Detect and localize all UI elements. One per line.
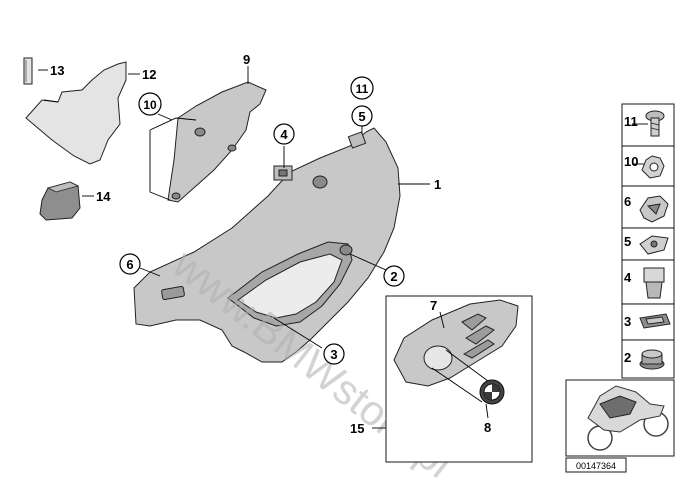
callout-11-circle bbox=[350, 76, 374, 100]
legend-number-11: 11 bbox=[624, 114, 638, 129]
spring-nut-icon bbox=[641, 155, 665, 179]
callout-7: 7 bbox=[430, 298, 437, 313]
legend-number-4: 4 bbox=[624, 270, 632, 285]
diagram-id-box bbox=[565, 457, 627, 473]
legend-numbers: 11 10 6 5 4 3 2 bbox=[624, 114, 638, 365]
callout-4: 4 bbox=[280, 127, 288, 142]
legend-number-6: 6 bbox=[624, 194, 631, 209]
star-clip-icon bbox=[639, 195, 669, 223]
callout-6-circle bbox=[119, 253, 141, 275]
grommet-icon bbox=[639, 349, 665, 370]
callout-5-circle bbox=[351, 105, 373, 127]
legend-number-2: 2 bbox=[624, 350, 631, 365]
part-12-inner-panel bbox=[25, 61, 127, 165]
legend-number-5: 5 bbox=[624, 234, 631, 249]
callout-6: 6 bbox=[126, 257, 133, 272]
callout-3-circle bbox=[323, 343, 345, 365]
callout-4-circle bbox=[273, 123, 295, 145]
callout-12: 12 bbox=[142, 67, 156, 82]
rubber-strip-icon bbox=[639, 313, 671, 329]
part-13-strip bbox=[23, 57, 33, 85]
diagram-id: 00147364 bbox=[576, 461, 616, 471]
callout-1: 1 bbox=[434, 177, 441, 192]
bmw-emblem bbox=[479, 379, 505, 405]
part-9-side-piece bbox=[167, 81, 267, 203]
callout-14: 14 bbox=[96, 189, 111, 204]
callout-5: 5 bbox=[358, 109, 365, 124]
callouts: 1 2 3 4 5 6 7 8 9 10 11 12 13 14 15 bbox=[50, 52, 491, 436]
callout-13: 13 bbox=[50, 63, 64, 78]
callout-10: 10 bbox=[143, 98, 157, 112]
callout-2: 2 bbox=[390, 269, 397, 284]
legend-panel bbox=[621, 103, 675, 379]
part-15-box bbox=[385, 295, 533, 463]
part-14-block bbox=[39, 181, 81, 221]
part-1-main-fairing bbox=[133, 127, 401, 363]
expanding-rivet-icon bbox=[643, 267, 665, 299]
leader-lines bbox=[38, 66, 648, 429]
callout-15: 15 bbox=[350, 421, 364, 436]
part-10-outline bbox=[149, 117, 197, 201]
legend-number-10: 10 bbox=[624, 154, 638, 169]
screw-icon bbox=[645, 110, 665, 137]
callout-8: 8 bbox=[484, 420, 491, 435]
callout-9: 9 bbox=[243, 52, 250, 67]
callout-11: 11 bbox=[356, 82, 369, 96]
motorcycle-thumbnail bbox=[565, 379, 675, 457]
callout-3: 3 bbox=[330, 347, 337, 362]
callout-2-circle bbox=[383, 265, 405, 287]
clip-nut-icon bbox=[639, 235, 669, 255]
callout-10-circle bbox=[138, 92, 162, 116]
legend-number-3: 3 bbox=[624, 314, 631, 329]
